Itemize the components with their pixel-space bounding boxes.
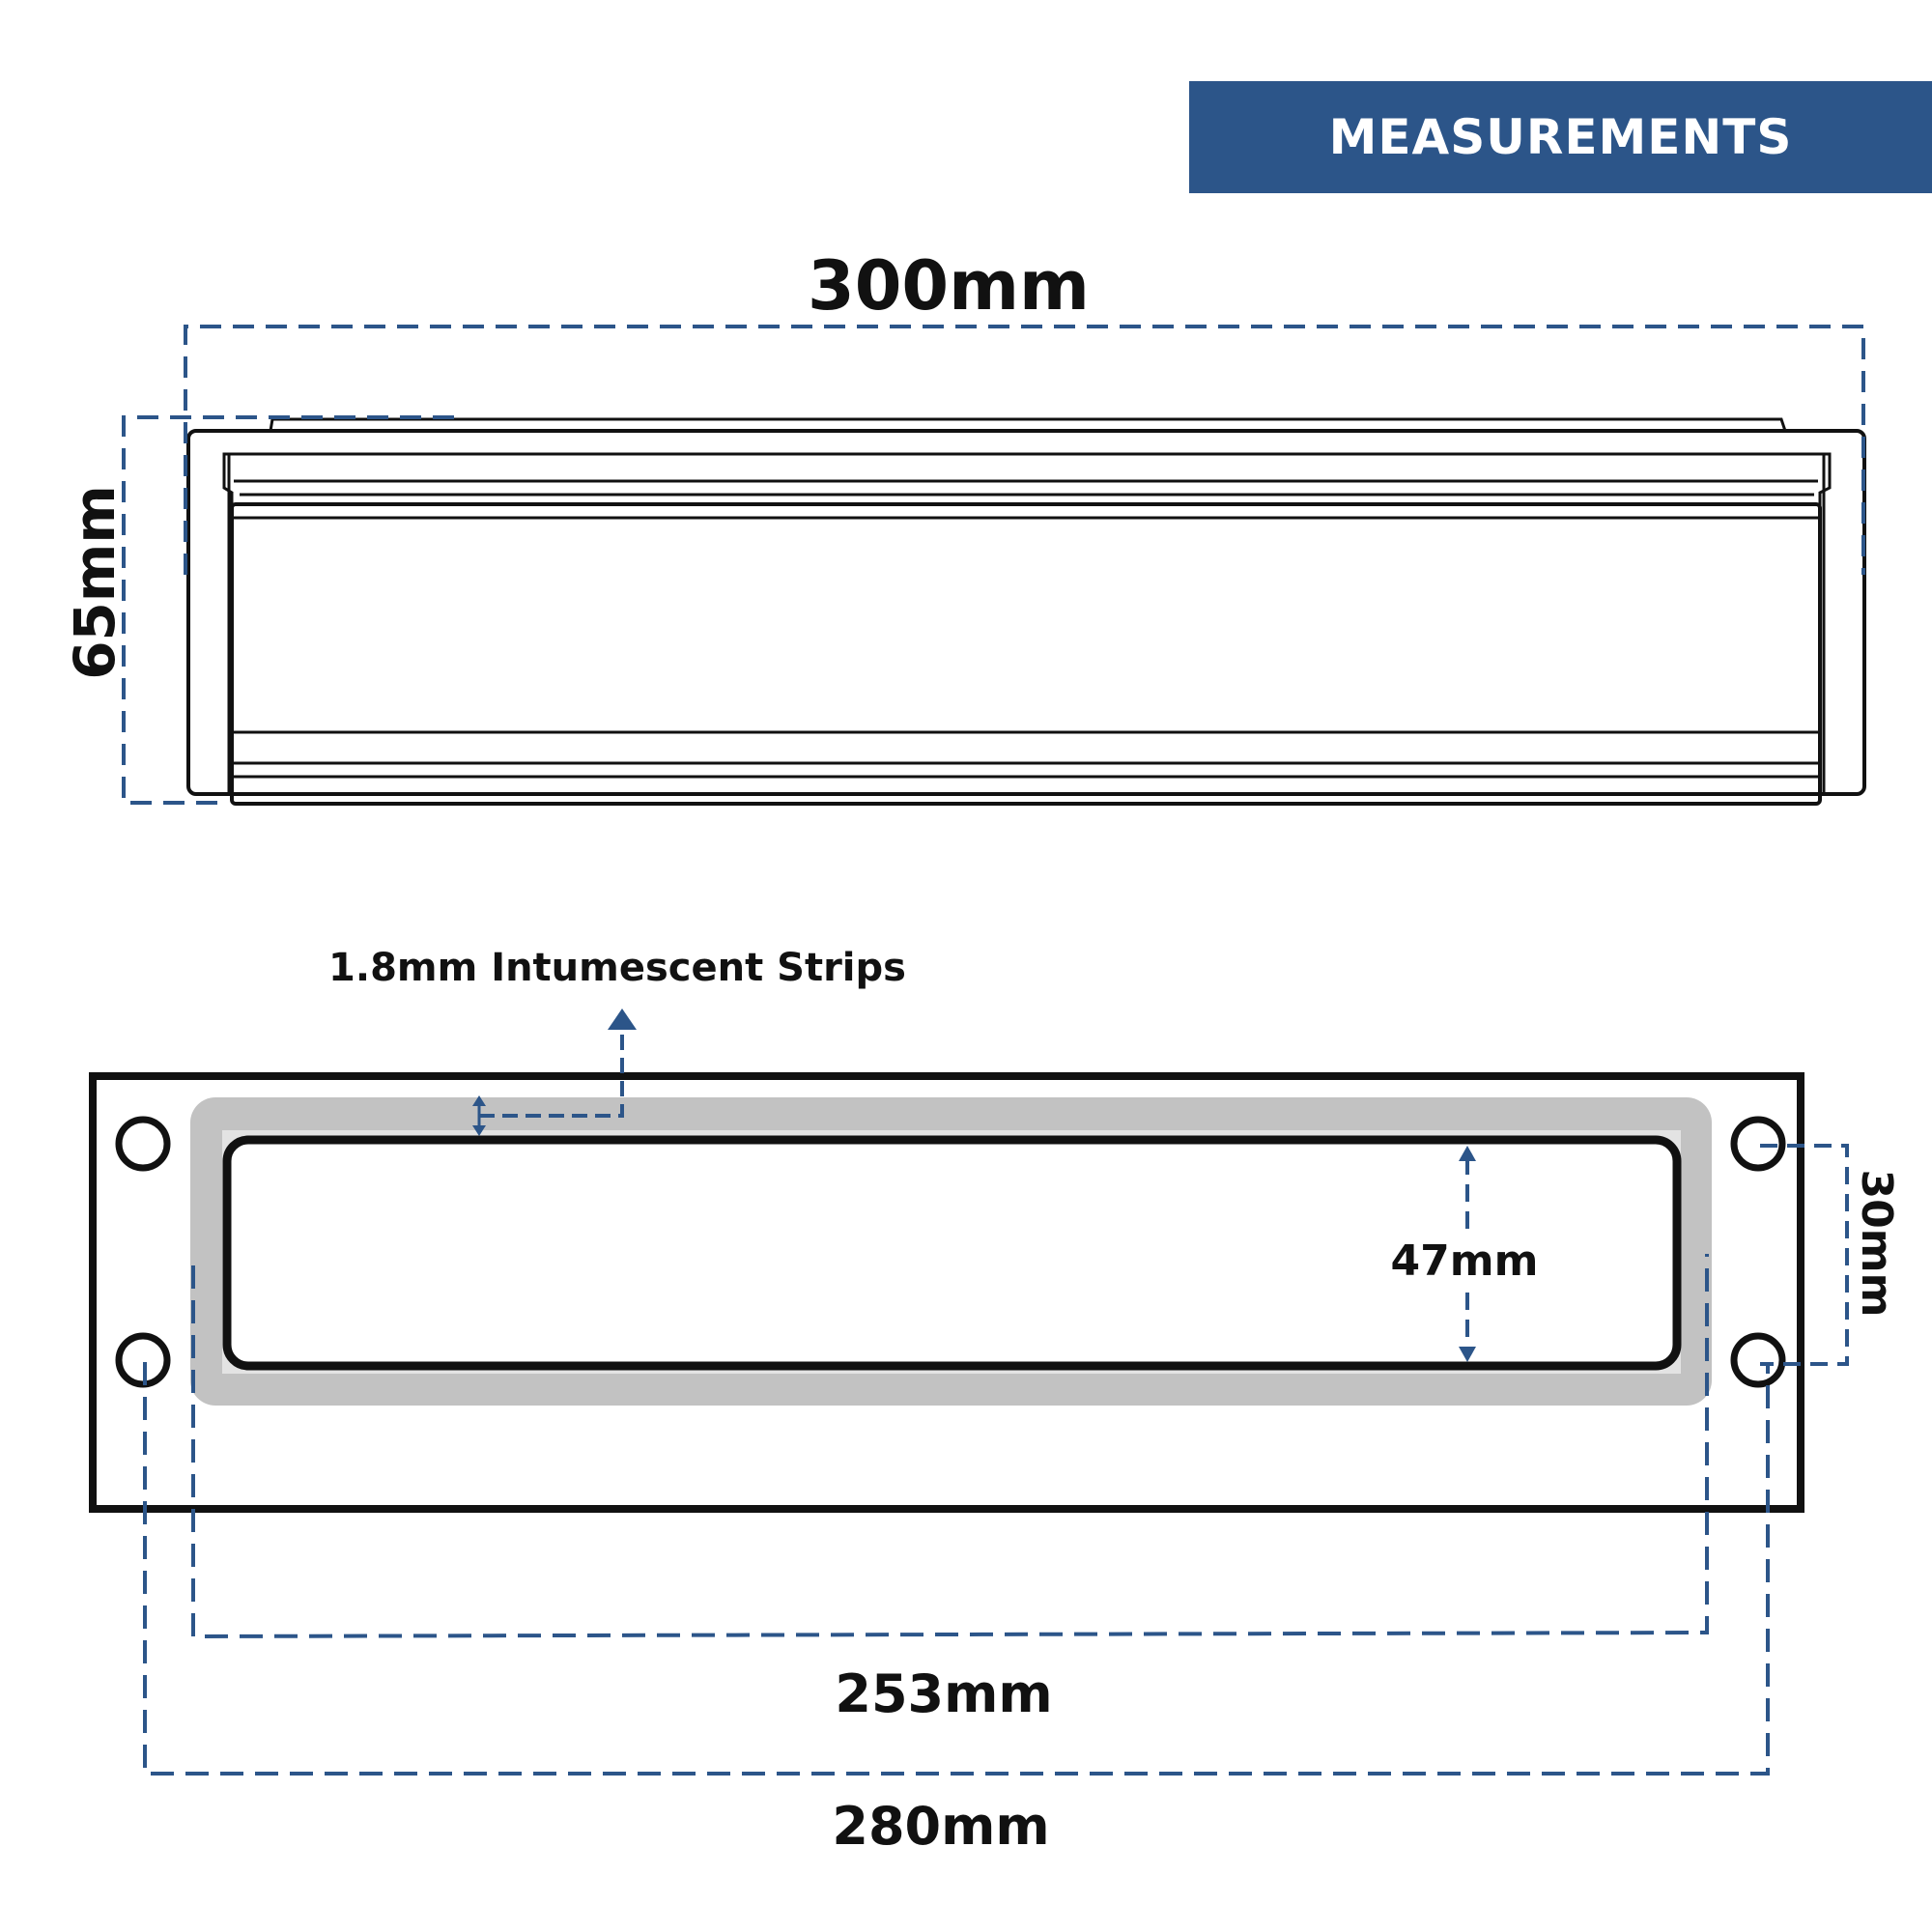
strip-callout-line xyxy=(479,1026,624,1118)
dim-47-arrow-down xyxy=(1459,1347,1476,1362)
label-hole-spacing-vertical: 30mm xyxy=(1852,1169,1901,1318)
screw-hole-top-left xyxy=(115,1116,171,1172)
strip-callout-arrowhead xyxy=(608,1009,637,1030)
dim-253-line xyxy=(191,1254,1709,1639)
label-aperture-height: 47mm xyxy=(1388,1236,1541,1286)
outer-frame xyxy=(186,429,1866,796)
strip-callout xyxy=(472,1009,637,1136)
back-view xyxy=(89,1072,1804,1513)
top-lip xyxy=(269,417,1787,432)
aperture xyxy=(222,1135,1682,1371)
dim-280-line xyxy=(143,1362,1770,1776)
flap-top xyxy=(222,452,1832,506)
dim-65-line xyxy=(122,415,454,805)
screw-hole-bottom-right xyxy=(1730,1332,1786,1388)
label-aperture-width: 253mm xyxy=(835,1663,1053,1724)
dim-30-line xyxy=(1760,1144,1849,1366)
label-overall-height: 65mm xyxy=(62,485,128,680)
dim-300-line xyxy=(184,325,1865,575)
dim-47-arrow-up xyxy=(1459,1146,1476,1161)
label-overall-width: 300mm xyxy=(808,246,1090,326)
front-view xyxy=(186,417,1866,806)
measurements-header: MEASUREMENTS xyxy=(1189,81,1932,193)
flap-body xyxy=(230,502,1822,806)
strip-thickness-arrow-down xyxy=(472,1125,486,1136)
strip-thickness-arrow-up xyxy=(472,1095,486,1106)
label-hole-spacing-horizontal: 280mm xyxy=(832,1796,1050,1857)
header-title: MEASUREMENTS xyxy=(1328,109,1793,165)
label-intumescent-strips: 1.8mm Intumescent Strips xyxy=(328,946,906,990)
screw-hole-top-right xyxy=(1730,1116,1786,1172)
